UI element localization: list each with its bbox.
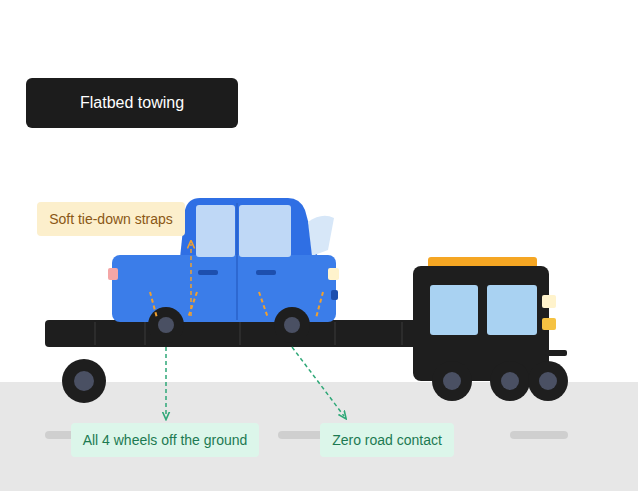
wheels [62,359,568,403]
cab-window [430,285,478,335]
leader-line [190,244,192,316]
callout-label: Soft tie-down straps [37,202,185,236]
flatbed [45,320,423,347]
leader-line [292,347,344,416]
flatbed-seams [95,322,402,345]
tie-down-straps [150,292,323,318]
leader-line [165,347,167,416]
headlight [542,295,556,308]
callout-label: Zero road contact [320,423,454,457]
label-text: Soft tie-down straps [49,211,173,227]
truck-cab [413,266,549,381]
label-text: All 4 wheels off the ground [83,432,248,448]
bumper [545,350,567,356]
label-text: Zero road contact [332,432,442,448]
title: Flatbed towing [80,94,184,112]
cab-window [487,285,537,335]
callout-label: All 4 wheels off the ground [71,423,260,457]
indicator-light [542,318,556,330]
title-box: Flatbed towing [26,78,238,128]
